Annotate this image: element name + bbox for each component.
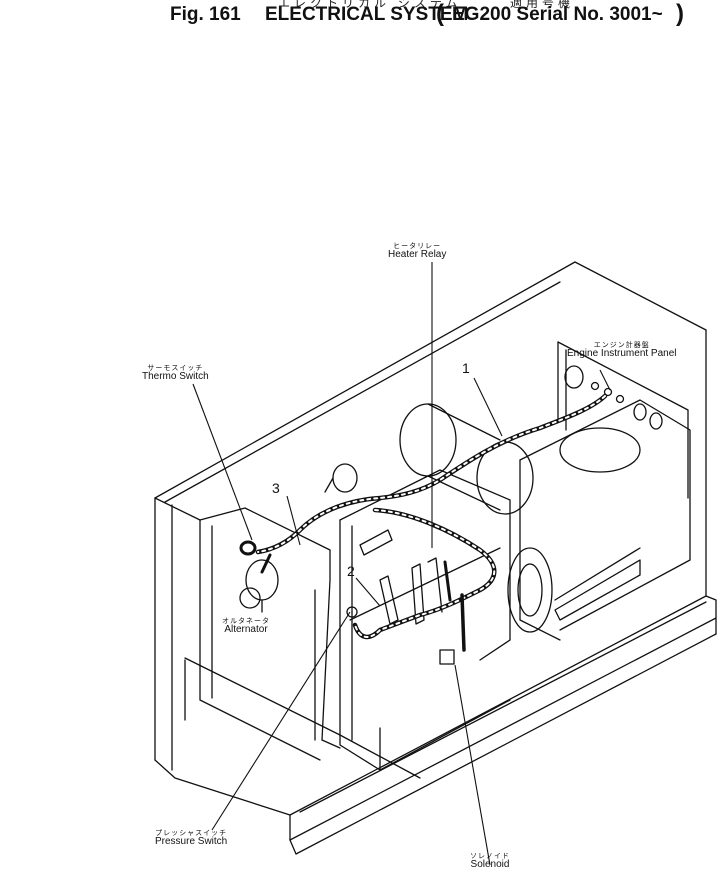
pressure-switch-jp: プレッシャスイッチ: [155, 829, 228, 837]
callout-thermo-switch: サーモスイッチ Thermo Switch: [142, 364, 209, 383]
figure-number: Fig. 161: [170, 4, 241, 25]
paren-close: ): [676, 0, 684, 27]
callout-pressure-switch: プレッシャスイッチ Pressure Switch: [155, 829, 228, 848]
paren-open: (: [436, 0, 444, 27]
generator: [507, 399, 691, 641]
callout-solenoid: ソレノイド Solenoid: [470, 852, 510, 871]
solenoid-en: Solenoid: [470, 859, 510, 871]
heater-relay-jp: ヒータリレー: [393, 242, 442, 250]
title-japanese-right: 適用号機: [510, 0, 575, 10]
callout-engine-instrument-panel: エンジン計器盤 Engine Instrument Panel: [567, 341, 677, 360]
part-number-3: 3: [272, 480, 280, 496]
system-name: ELECTRICAL SYSTEM: [265, 4, 469, 25]
instrument-gauges: [564, 365, 663, 430]
heater-relay-body: [359, 529, 393, 556]
callout-alternator: オルタネータ Alternator: [222, 617, 270, 636]
skid-rail: [289, 595, 717, 855]
part-number-2: 2: [347, 563, 355, 579]
radiator: [199, 507, 341, 761]
engine-panel-jp: エンジン計器盤: [593, 341, 650, 349]
engine-panel-en: Engine Instrument Panel: [567, 348, 677, 360]
solenoid-body: [439, 649, 455, 665]
title-japanese-left: エレクトリカル システム: [278, 0, 462, 10]
part-number-1: 1: [462, 360, 470, 376]
heater-relay-en: Heater Relay: [388, 249, 447, 261]
alternator-en: Alternator: [224, 624, 268, 636]
wiring-harness: [239, 393, 608, 652]
callout-heater-relay: ヒータリレー Heater Relay: [388, 242, 447, 261]
model-serial: EG200 Serial No. 3001~: [452, 4, 663, 25]
thermostat-housing: [324, 463, 358, 493]
alternator-body: [239, 559, 279, 613]
engine-block: [339, 469, 511, 771]
thermo-switch-en: Thermo Switch: [142, 371, 209, 383]
alternator-jp: オルタネータ: [222, 617, 270, 625]
brackets: [379, 557, 443, 625]
thermo-switch-jp: サーモスイッチ: [147, 364, 204, 372]
solenoid-jp: ソレノイド: [470, 852, 510, 860]
pressure-switch-body: [346, 606, 358, 618]
rear-panel: [557, 341, 689, 499]
pressure-switch-en: Pressure Switch: [155, 836, 228, 848]
enclosure-frame: [154, 261, 707, 816]
figure-title: エレクトリカル システム 適用号機 Fig. 161 ELECTRICAL SY…: [0, 0, 717, 32]
air-cleaner: [399, 403, 534, 515]
leader-lines: [192, 262, 611, 866]
